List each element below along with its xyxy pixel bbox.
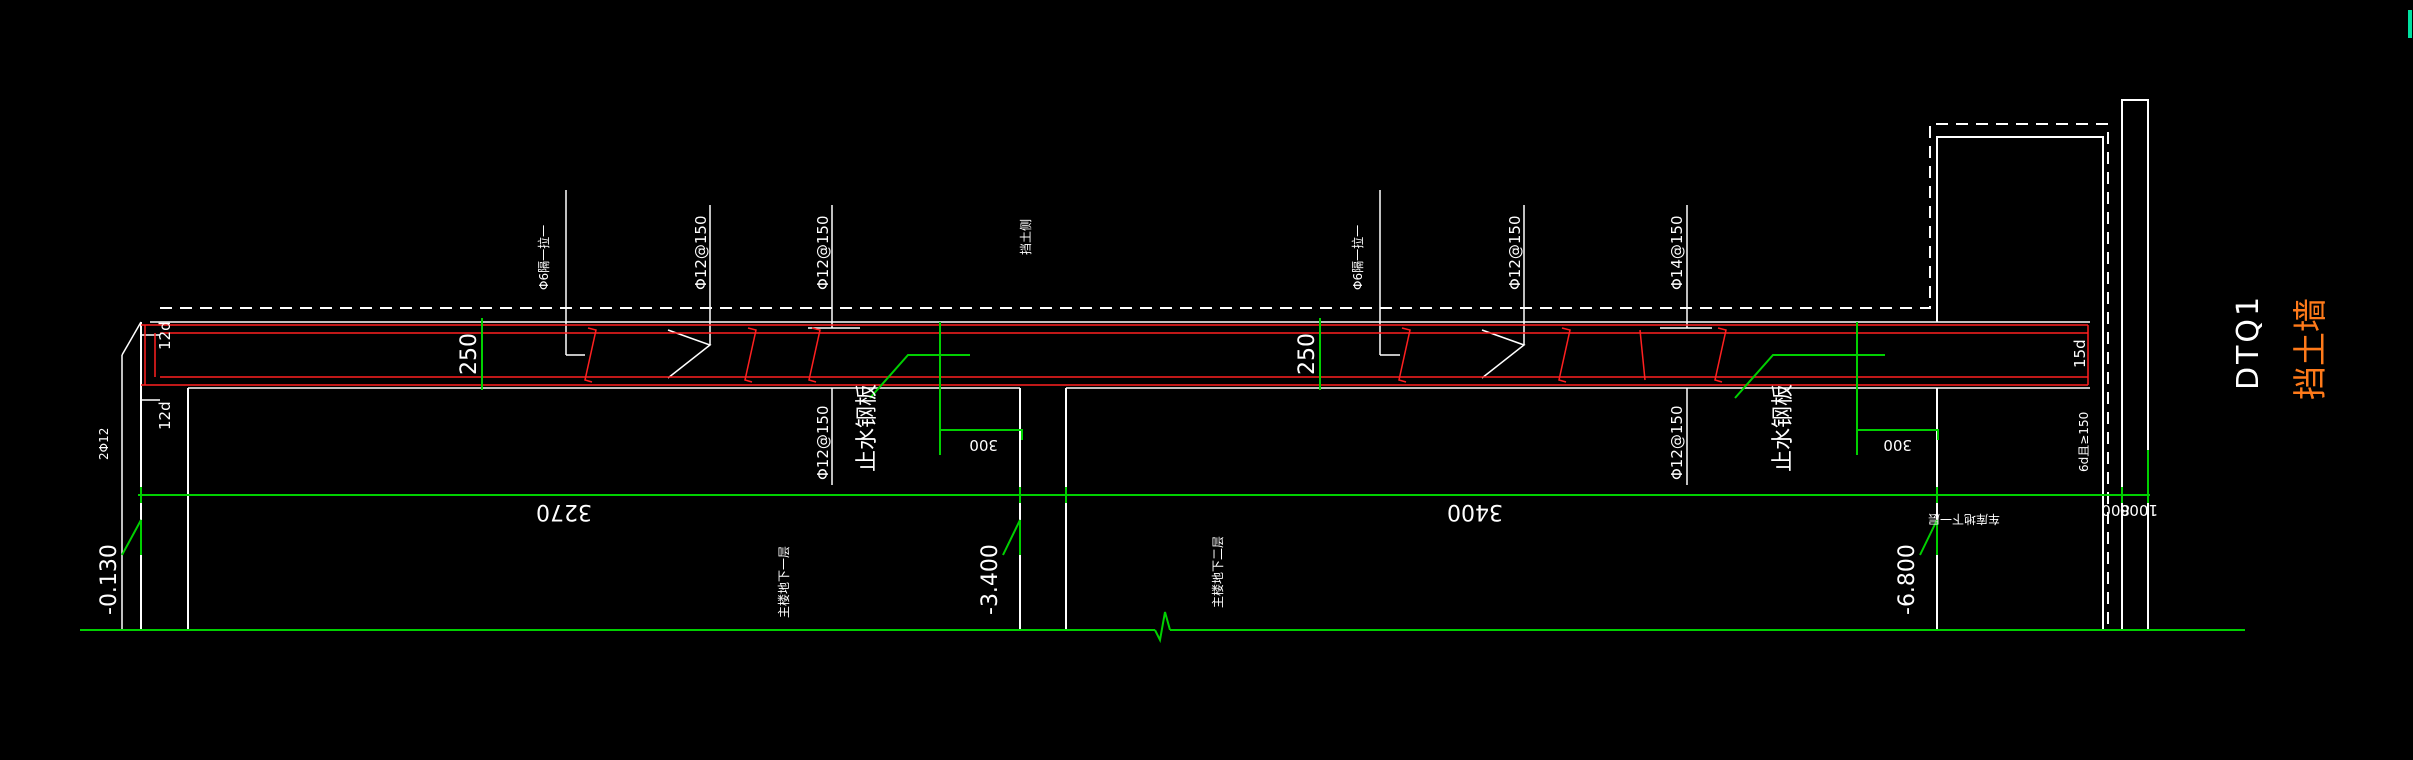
tie-hook [1398,327,1411,383]
label-hook-spacing-1: Φ6隔一拉一 [536,225,551,290]
label-waterstop-1: 止水钢板 [855,384,880,472]
label-span-1: 3270 [536,499,592,524]
label-top-bar-3: Φ12@150 [1506,215,1524,290]
waterstop-leader-2 [1734,354,1885,399]
label-span-2: 3400 [1447,499,1503,524]
label-storey-1: 主楼地下一层 [776,546,791,618]
label-span-3: 800 [2101,501,2130,519]
label-stop-offset-2: 300 [1883,436,1912,454]
leader-bar-3-fork [1481,329,1526,379]
label-level-2: -3.400 [978,544,1003,615]
label-corner-bars: 2Φ12 [97,428,111,460]
drawing-title: 挡土墙 [2291,298,2331,400]
label-top-bar-1: Φ12@150 [692,215,710,290]
label-top-bar-4: Φ14@150 [1668,215,1686,290]
right-return-wall [1936,136,2104,630]
waterstop-dim-1 [940,429,1023,440]
leader-bar-1-fork [667,329,712,379]
tie-hook [1714,327,1727,383]
label-thickness-1: 250 [457,333,482,375]
break-symbol [1154,611,1171,644]
tie-hook [1558,327,1571,383]
tie-hook [744,327,757,383]
cursor-marker [2408,10,2412,38]
label-thickness-2: 250 [1295,333,1320,375]
label-level-1: -0.130 [97,544,122,615]
label-bottom-bar-1: Φ12@150 [814,405,832,480]
level-marker-1 [121,519,142,556]
label-waterstop-2: 止水钢板 [1771,384,1796,472]
dashed-outline-top [160,123,2109,630]
far-right-column [2121,99,2149,630]
label-note-right: 车库地下一层 [1928,512,2000,527]
tie-hook [1639,329,1646,381]
label-bottom-bar-2: Φ12@150 [1668,405,1686,480]
label-anchor-bottom-left: 12d [156,401,174,430]
label-anchor-right-bottom: 6d且≥150 [2077,412,2091,472]
label-level-3: -6.800 [1895,544,1920,615]
waterstop-leader-1 [869,354,970,399]
label-anchor-top-left: 12d [156,321,174,350]
label-top-bar-2: Φ12@150 [814,215,832,290]
level-marker-2 [1002,519,1021,556]
tie-hook [808,327,821,383]
waterstop-dim-2 [1857,429,1939,440]
label-anchor-right: 15d [2071,339,2089,368]
label-stop-offset-1: 300 [969,436,998,454]
level-marker-3 [1919,519,1938,556]
label-hook-spacing-2: Φ6隔一拉一 [1350,225,1365,290]
label-storey-2: 主楼地下二层 [1210,536,1225,608]
label-soil-side: 挡土侧 [1019,219,1033,255]
corner-slant [121,321,142,356]
tie-hook [584,327,597,383]
label-span-4: 1000 [2120,501,2158,519]
drawing-id: DTQ1 [2231,294,2266,390]
